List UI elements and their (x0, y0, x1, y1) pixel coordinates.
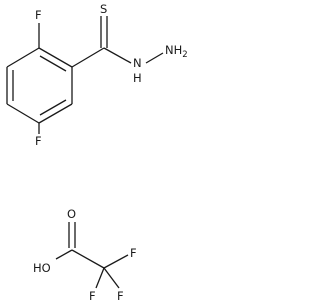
bond-cf3-f-right (103, 254, 129, 269)
bond-cf3-f-bottom-right (103, 267, 120, 289)
bond-nh-nh2 (145, 52, 164, 64)
hydrazide-nh-h-label: H (133, 71, 142, 85)
amino-nh-text: NH (165, 43, 182, 57)
amino-subscript-text: 2 (182, 50, 187, 60)
fluorine-cf3-bottom-right-label: F (117, 289, 124, 303)
bond-cf3-f-bottom-left (95, 267, 105, 289)
tfa-molecule: O HO F F F (33, 207, 137, 303)
bond-c-cf3 (71, 249, 105, 269)
ring-inner-bond-a (39, 55, 67, 72)
bond-ring-to-thiocarbonyl (71, 47, 105, 68)
hydroxyl-label: HO (33, 261, 51, 275)
bond-c-nh (103, 47, 132, 64)
bond-c-oh (55, 249, 73, 260)
fluorine-bottom-label: F (35, 134, 42, 148)
fluorine-top-label: F (35, 8, 42, 22)
amino-nh2-label: NH2 (165, 43, 188, 60)
sulfur-label: S (100, 2, 107, 16)
hydrazide-nh-n-label: N (133, 56, 142, 70)
thiohydrazide-molecule: F F S N H NH2 (6, 2, 188, 148)
structure-canvas: F F S N H NH2 O HO F F F (6, 2, 188, 303)
fluorine-cf3-right-label: F (130, 246, 137, 260)
oxygen-carbonyl-label: O (67, 207, 76, 221)
ring-bond-c2-c3 (6, 47, 40, 68)
ring-inner-bond-c (39, 99, 67, 116)
fluorine-cf3-bottom-left-label: F (89, 289, 96, 303)
ring-bond-c4-c5 (6, 103, 40, 124)
ring-bond-c5-c6 (38, 103, 73, 124)
ring-bond-c1-c2 (38, 47, 73, 68)
